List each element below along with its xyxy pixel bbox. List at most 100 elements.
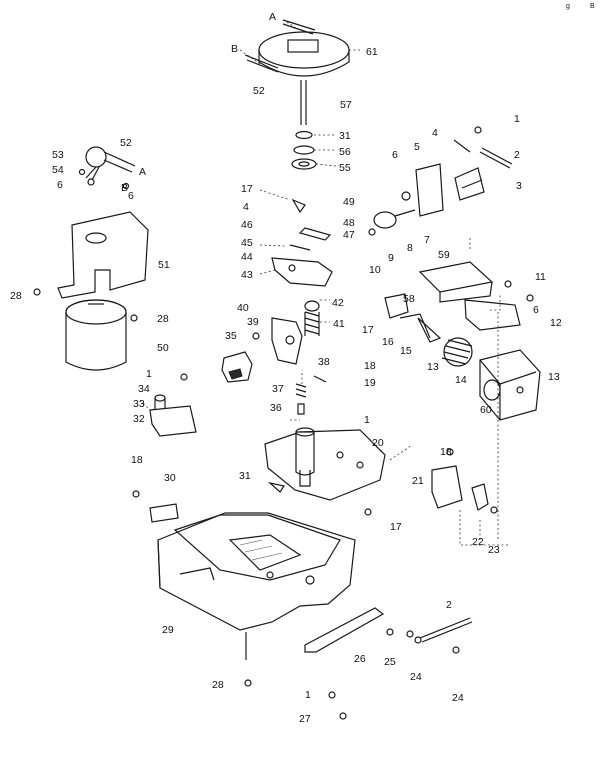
label-4-b: 4 xyxy=(432,127,438,139)
label-50: 50 xyxy=(157,342,169,354)
label-57: 57 xyxy=(340,99,352,111)
label-34: 34 xyxy=(138,383,150,395)
rod-2-part xyxy=(406,617,473,654)
spring-37-part xyxy=(295,375,327,415)
label-52-top: 52 xyxy=(253,85,265,97)
label-56: 56 xyxy=(339,146,351,158)
label-6-mid: 6 xyxy=(392,149,398,161)
label-31-b: 31 xyxy=(239,470,251,482)
block-35-part xyxy=(221,351,253,383)
label-37: 37 xyxy=(272,383,284,395)
label-15: 15 xyxy=(400,345,412,357)
label-52-left: 52 xyxy=(120,137,132,149)
label-30: 30 xyxy=(164,472,176,484)
label-11: 11 xyxy=(535,271,546,283)
label-2-a: 2 xyxy=(514,149,520,161)
label-32: 32 xyxy=(133,413,145,425)
label-13-a: 13 xyxy=(548,371,560,383)
label-B-top: B xyxy=(231,43,238,55)
label-16: 16 xyxy=(382,336,394,348)
label-18-b: 18 xyxy=(364,360,376,372)
label-18-a: 18 xyxy=(131,454,143,466)
label-26: 26 xyxy=(354,653,366,665)
label-27: 27 xyxy=(299,713,311,725)
label-4-a: 4 xyxy=(243,201,249,213)
bracket-15-part xyxy=(384,293,442,343)
cover-59-part xyxy=(418,261,534,331)
label-55: 55 xyxy=(339,162,351,174)
label-10: 10 xyxy=(369,264,381,276)
clip-30-part xyxy=(132,481,285,523)
label-13-b: 13 xyxy=(427,361,439,373)
motor-bracket-51-part xyxy=(33,211,149,299)
label-A-left: A xyxy=(139,166,146,178)
label-8: 8 xyxy=(407,242,413,254)
label-51: 51 xyxy=(158,259,170,271)
sub-chassis-20-part xyxy=(264,427,386,516)
center-spring-part xyxy=(304,300,320,336)
label-53: 53 xyxy=(52,149,64,161)
label-28-a: 28 xyxy=(10,290,22,302)
label-corner-g: g xyxy=(566,3,570,10)
label-1-c: 1 xyxy=(364,414,370,426)
label-41: 41 xyxy=(333,318,345,330)
label-6-left2: 6 xyxy=(128,190,134,202)
lever-26-part xyxy=(304,607,394,720)
label-38: 38 xyxy=(318,356,330,368)
label-47: 47 xyxy=(343,229,355,241)
label-24-b: 24 xyxy=(452,692,464,704)
label-20: 20 xyxy=(372,437,384,449)
label-6-left: 6 xyxy=(57,179,63,191)
label-24-a: 24 xyxy=(410,671,422,683)
lever-assembly-part xyxy=(271,198,333,287)
label-33: 33 xyxy=(133,398,145,410)
label-54: 54 xyxy=(52,164,64,176)
label-28-b: 28 xyxy=(157,313,169,325)
bracket-21-part xyxy=(431,448,498,514)
plate-5-part xyxy=(368,163,444,236)
label-18-c: 18 xyxy=(440,446,452,458)
label-44: 44 xyxy=(241,251,253,263)
part-labels: A B 61 52 57 31 56 55 17 4 46 45 44 43 4… xyxy=(10,3,595,725)
arm-assembly-left-part xyxy=(78,146,136,190)
label-12: 12 xyxy=(550,317,562,329)
label-40: 40 xyxy=(237,302,249,314)
main-chassis-29-part xyxy=(157,512,356,687)
label-46: 46 xyxy=(241,219,253,231)
label-5: 5 xyxy=(414,141,420,153)
label-7: 7 xyxy=(424,234,430,246)
label-9: 9 xyxy=(388,252,394,264)
label-17-b: 17 xyxy=(390,521,402,533)
solenoid-13-part xyxy=(441,337,541,421)
label-28-c: 28 xyxy=(212,679,224,691)
label-1-b: 1 xyxy=(305,689,311,701)
label-19: 19 xyxy=(364,377,376,389)
label-36: 36 xyxy=(270,402,282,414)
label-61: 61 xyxy=(366,46,378,58)
label-39: 39 xyxy=(247,316,259,328)
label-22: 22 xyxy=(472,536,484,548)
label-31-top: 31 xyxy=(339,130,351,142)
label-42: 42 xyxy=(332,297,344,309)
washer-stack-part xyxy=(291,130,317,170)
bracket-40-part xyxy=(252,317,303,365)
bracket-3-part xyxy=(453,126,513,201)
label-49: 49 xyxy=(343,196,355,208)
label-1-a: 1 xyxy=(146,368,152,380)
label-23: 23 xyxy=(488,544,500,556)
label-45: 45 xyxy=(241,237,253,249)
label-35: 35 xyxy=(225,330,237,342)
label-48: 48 xyxy=(343,217,355,229)
bracket-32-part xyxy=(149,373,197,437)
label-2-b: 2 xyxy=(446,599,452,611)
label-B-left: B xyxy=(121,182,128,194)
label-43: 43 xyxy=(241,269,253,281)
label-17-a: 17 xyxy=(241,183,253,195)
label-corner-B: B xyxy=(590,3,595,10)
label-1-d: 1 xyxy=(514,113,520,125)
motor-50-part xyxy=(65,299,138,371)
label-3: 3 xyxy=(516,180,522,192)
label-59: 59 xyxy=(438,249,450,261)
label-21: 21 xyxy=(412,475,424,487)
